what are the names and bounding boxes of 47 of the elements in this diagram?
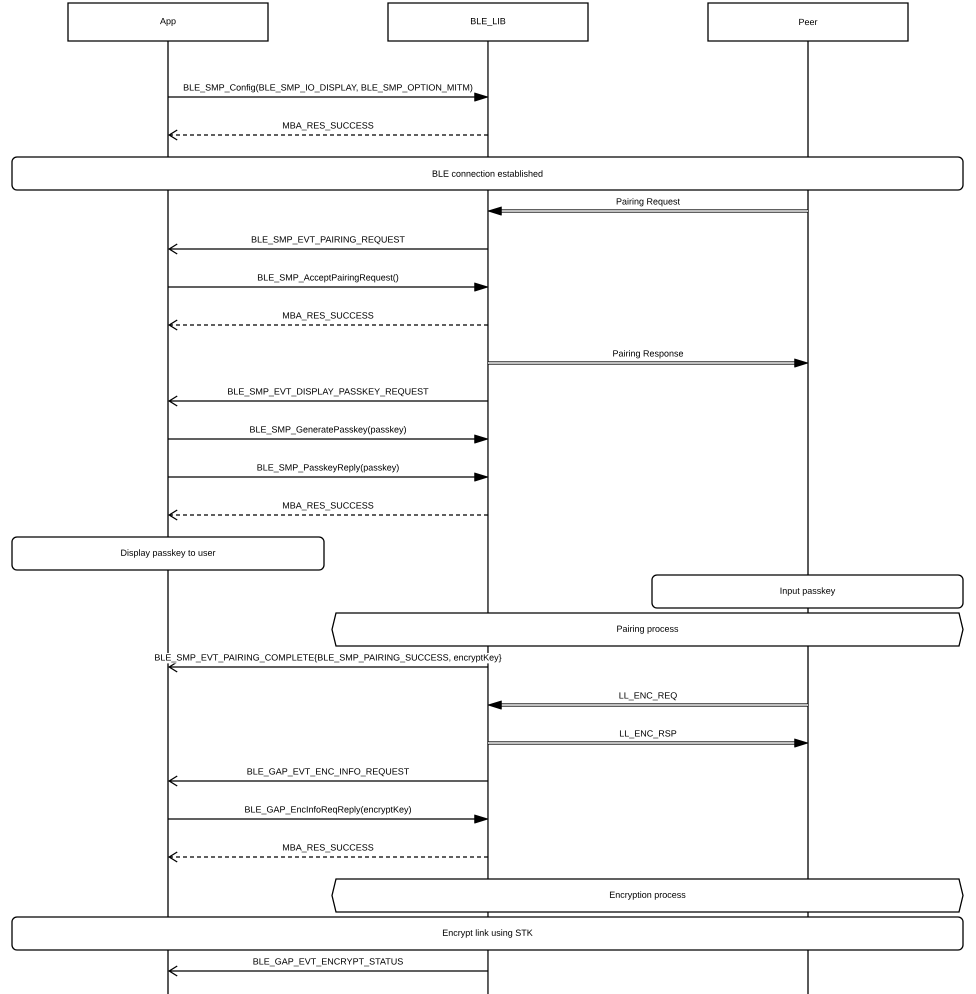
message-arrow xyxy=(168,282,488,292)
edge-label: BLE_SMP_EVT_DISPLAY_PASSKEY_REQUEST xyxy=(226,387,430,398)
message-arrow xyxy=(488,738,808,748)
note-box: Input passkey xyxy=(651,574,964,609)
participant-box: Peer xyxy=(707,2,909,42)
message-arrow xyxy=(488,700,808,710)
edge-label: BLE_SMP_PasskeyReply(passkey) xyxy=(256,462,400,474)
note-box: Encrypt link using STK xyxy=(11,916,964,951)
message-arrow xyxy=(168,92,488,102)
edge-label: BLE_GAP_EVT_ENCRYPT_STATUS xyxy=(252,957,404,968)
message-arrow xyxy=(168,661,488,673)
edge-label: LL_ENC_RSP xyxy=(618,729,678,740)
message-arrow xyxy=(168,434,488,444)
message-arrow xyxy=(488,358,808,368)
message-arrow xyxy=(168,129,488,141)
participant-box: App xyxy=(67,2,269,42)
edge-label: BLE_SMP_EVT_PAIRING_REQUEST xyxy=(250,235,406,246)
note-box: Display passkey to user xyxy=(11,536,325,571)
edge-label: BLE_GAP_EVT_ENC_INFO_REQUEST xyxy=(246,767,410,778)
note-box: BLE connection established xyxy=(11,156,964,191)
message-arrow xyxy=(168,509,488,521)
edge-label: Pairing Response xyxy=(611,348,685,360)
message-arrow xyxy=(168,814,488,824)
edge-label: BLE_SMP_AcceptPairingRequest() xyxy=(256,272,400,284)
message-arrow xyxy=(168,965,488,977)
message-arrow xyxy=(168,395,488,407)
edge-label: BLE_SMP_GeneratePasskey(passkey) xyxy=(248,424,408,436)
edge-label: BLE_SMP_EVT_PAIRING_COMPLETE{BLE_SMP_PAIRING_SUCCESS, encryptKey} xyxy=(153,652,503,664)
message-arrow xyxy=(168,775,488,787)
edge-label: BLE_SMP_Config(BLE_SMP_IO_DISPLAY, BLE_SMP_OPTION_MITM) xyxy=(182,82,474,94)
edge-label: MBA_RES_SUCCESS xyxy=(281,121,375,132)
message-arrow xyxy=(168,851,488,863)
edge-label: LL_ENC_REQ xyxy=(618,691,678,702)
participant-box: BLE_LIB xyxy=(387,2,589,42)
node-label: Encryption process xyxy=(610,891,686,900)
message-arrow xyxy=(168,472,488,482)
node-label: Pairing process xyxy=(617,625,678,634)
edge-label: Pairing Request xyxy=(614,197,682,208)
message-arrow xyxy=(168,319,488,331)
message-arrow xyxy=(488,206,808,216)
edge-label: MBA_RES_SUCCESS xyxy=(281,311,375,322)
message-arrow xyxy=(168,243,488,255)
process-band: Encryption process xyxy=(331,878,964,913)
process-band: Pairing process xyxy=(331,612,964,647)
edge-label: MBA_RES_SUCCESS xyxy=(281,501,375,512)
edge-label: MBA_RES_SUCCESS xyxy=(281,843,375,854)
edge-label: BLE_GAP_EncInfoReqReply(encryptKey) xyxy=(243,804,413,816)
